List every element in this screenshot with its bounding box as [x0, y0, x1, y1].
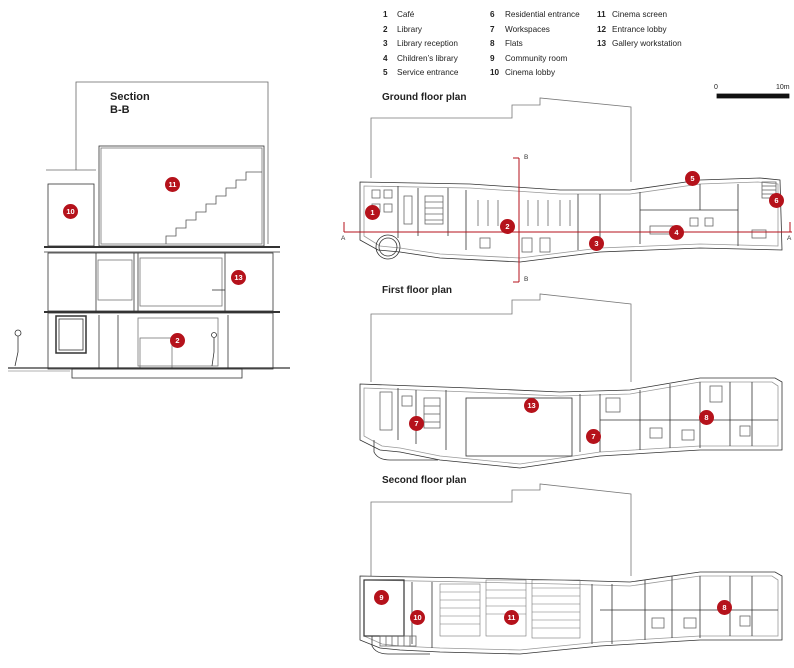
- ground-floor-title: Ground floor plan: [382, 92, 467, 103]
- legend-item: 2 Library: [383, 23, 458, 38]
- legend-label: Flats: [505, 39, 523, 49]
- marker-cafe: 1: [365, 205, 380, 220]
- legend-item: 1 Café: [383, 8, 458, 23]
- legend-item: 10 Cinema lobby: [490, 66, 580, 81]
- marker-cinema-lobby: 10: [410, 610, 425, 625]
- marker-workspaces: 7: [586, 429, 601, 444]
- ground-floor-plan: [343, 97, 792, 283]
- section-cut-label-b-top: B: [524, 154, 529, 161]
- marker-library-reception: 3: [589, 236, 604, 251]
- legend-item: 6 Residential entrance: [490, 8, 580, 23]
- legend-number: 5: [383, 68, 388, 78]
- legend-label: Children’s library: [397, 53, 458, 63]
- legend-item: 5 Service entrance: [383, 66, 458, 81]
- marker-flats: 8: [717, 600, 732, 615]
- legend-item: 8 Flats: [490, 37, 580, 52]
- legend-number: 7: [490, 24, 495, 34]
- legend-number: 3: [383, 39, 388, 49]
- scale-label-max: 10m: [776, 84, 790, 91]
- section-cut-label-a-right: A: [787, 235, 792, 242]
- legend-number: 11: [597, 10, 606, 19]
- scale-label-min: 0: [714, 84, 718, 91]
- marker-community-room: 9: [374, 590, 389, 605]
- legend-number: 13: [597, 39, 607, 49]
- first-floor-plan: [359, 293, 783, 469]
- legend-column-3: 11 Cinema screen 12 Entrance lobby 13 Galle…: [597, 8, 682, 52]
- marker-service-entrance: 5: [685, 171, 700, 186]
- legend-label: Gallery workstation: [612, 39, 682, 49]
- legend-label: Entrance lobby: [612, 24, 667, 34]
- legend-item: 3 Library reception: [383, 37, 458, 52]
- scale-bar: [716, 93, 790, 99]
- marker-childrens-library: 4: [669, 225, 684, 240]
- legend-item: 13 Gallery workstation: [597, 37, 682, 52]
- drawing-lines: [8, 81, 792, 655]
- legend-number: 10: [490, 68, 500, 78]
- marker-workspaces: 7: [409, 416, 424, 431]
- section-cut-label-b-bottom: B: [524, 276, 529, 283]
- legend-label: Library: [397, 24, 423, 34]
- section-title-line1: Section: [110, 91, 150, 103]
- legend-label: Café: [397, 10, 415, 19]
- legend-column-2: 6 Residential entrance 7 Workspaces 8 Flats…: [490, 8, 580, 81]
- marker-library: 2: [500, 219, 515, 234]
- legend-label: Workspaces: [505, 24, 550, 34]
- second-floor-title: Second floor plan: [382, 475, 467, 486]
- legend-item: 9 Community room: [490, 52, 580, 67]
- legend-label: Service entrance: [397, 68, 459, 78]
- legend-label: Library reception: [397, 39, 458, 49]
- legend-label: Community room: [505, 53, 568, 63]
- section-title: Section B-B: [110, 91, 150, 117]
- legend-item: 7 Workspaces: [490, 23, 580, 38]
- marker-gallery-workstation: 13: [524, 398, 539, 413]
- legend-number: 12: [597, 24, 607, 34]
- legend-number: 9: [490, 53, 495, 63]
- section-cut-label-a-left: A: [341, 235, 346, 242]
- legend-label: Residential entrance: [505, 10, 580, 19]
- cinema-seating: [439, 579, 581, 639]
- legend-number: 8: [490, 39, 495, 49]
- legend-number: 4: [383, 53, 388, 63]
- marker-gallery-workstation: 13: [231, 270, 246, 285]
- legend-label: Cinema screen: [612, 10, 668, 19]
- marker-residential-entrance: 6: [769, 193, 784, 208]
- legend-column-1: 1 Café 2 Library 3 Library reception 4 Child…: [383, 8, 458, 81]
- marker-flats: 8: [699, 410, 714, 425]
- legend-label: Cinema lobby: [505, 68, 556, 78]
- marker-cinema-lobby: 10: [63, 204, 78, 219]
- legend-item: 11 Cinema screen: [597, 8, 682, 23]
- first-floor-title: First floor plan: [382, 285, 452, 296]
- legend-number: 1: [383, 10, 388, 19]
- marker-library: 2: [170, 333, 185, 348]
- legend-item: 4 Children’s library: [383, 52, 458, 67]
- legend-number: 2: [383, 24, 388, 34]
- second-floor-plan: [359, 483, 783, 655]
- legend-item: 12 Entrance lobby: [597, 23, 682, 38]
- marker-cinema-screen: 11: [504, 610, 519, 625]
- section-title-line2: B-B: [110, 104, 130, 116]
- section-drawing: [8, 81, 290, 379]
- marker-cinema-screen: 11: [165, 177, 180, 192]
- legend-number: 6: [490, 10, 495, 19]
